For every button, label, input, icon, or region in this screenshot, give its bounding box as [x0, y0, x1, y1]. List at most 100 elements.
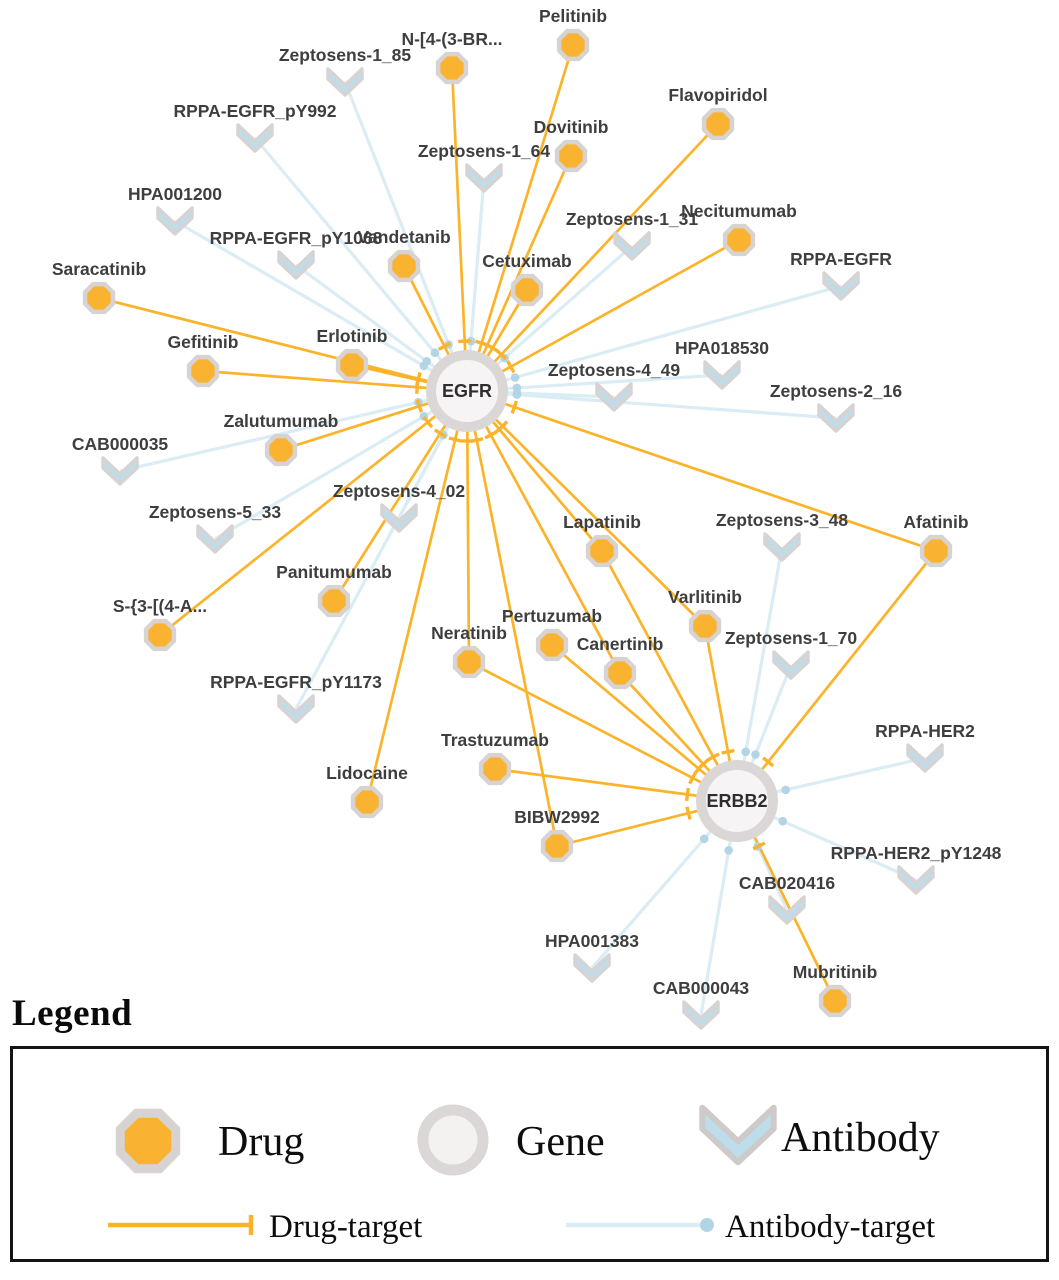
antibody-label-hpa018530: HPA018530 [675, 338, 769, 358]
drug-node-s-3-4-a[interactable] [143, 618, 177, 652]
antibody-label-rppa-egfr_py1068: RPPA-EGFR_pY1068 [210, 228, 383, 248]
drug-edge-varlitinib-EGFR [466, 390, 706, 627]
drug-node-lapatinib[interactable] [585, 534, 619, 568]
drug-node-erlotinib[interactable] [335, 348, 369, 382]
drug-node-panitumumab[interactable] [317, 584, 351, 618]
drug-label-s-3-4-a: S-{3-[(4-A... [113, 596, 207, 616]
antibody-label-zeptosens-5_33: Zeptosens-5_33 [149, 502, 282, 522]
genes-layer: EGFR ERBB2 [426, 350, 778, 842]
antibody-node-rppa-egfr_py1068[interactable] [277, 250, 315, 280]
antibody-label-rppa-her2: RPPA-HER2 [875, 721, 975, 741]
drug-node-mubritinib[interactable] [818, 984, 852, 1018]
drug-label-mubritinib: Mubritinib [793, 962, 878, 982]
antibody-edge-zeptosens-3_48-ERBB2 [735, 546, 784, 802]
drug-node-canertinib[interactable] [603, 656, 637, 690]
markers-layer [414, 336, 790, 855]
antibody-label-cab000035: CAB000035 [72, 434, 169, 454]
drug-node-dovitinib[interactable] [554, 139, 588, 173]
drug-edge-tee [506, 360, 516, 374]
antibody-node-cab000035[interactable] [101, 456, 139, 486]
antibody-edge-dot [430, 348, 440, 358]
antibody-edge-dot [699, 834, 709, 844]
drug-label-n-4-3-br: N-[4-(3-BR... [401, 29, 502, 49]
antibody-edge-rppa-egfr_py1173-EGFR [294, 390, 469, 710]
antibody-edge-rppa-egfr_py992-EGFR [253, 136, 469, 393]
antibody-node-rppa-her2_py1248[interactable] [897, 865, 935, 895]
antibody-edge-dot [724, 846, 733, 855]
antibody-node-hpa001200[interactable] [156, 206, 194, 236]
drug-node-necitumumab[interactable] [722, 223, 756, 257]
antibody-node-zeptosens-3_48[interactable] [763, 532, 801, 562]
antibody-label-hpa001200: HPA001200 [128, 184, 222, 204]
antibody-node-zeptosens-1_64[interactable] [465, 163, 503, 193]
antibody-node-cab000043[interactable] [682, 1000, 720, 1030]
drug-edge-tee [484, 430, 498, 440]
drug-edge-afatinib-ERBB2 [735, 550, 938, 802]
antibody-edge-dot [422, 357, 432, 366]
antibody-node-hpa018530[interactable] [703, 360, 741, 390]
antibody-edge-hpa001200-EGFR [174, 219, 468, 393]
drug-label-pelitinib: Pelitinib [539, 6, 607, 26]
antibody-node-rppa-her2[interactable] [906, 743, 944, 773]
drug-label-pertuzumab: Pertuzumab [502, 606, 602, 626]
gene-node-EGFR[interactable]: EGFR [426, 350, 508, 432]
antibody-node-zeptosens-4_49[interactable] [595, 382, 633, 412]
drug-label-afatinib: Afatinib [903, 512, 968, 532]
antibody-edge-zeptosens-2_16-EGFR [466, 389, 837, 420]
antibody-node-rppa-egfr[interactable] [822, 271, 860, 301]
drug-edge-tee [685, 806, 692, 820]
drug-edge-tee [415, 399, 423, 413]
drug-edge-tee [697, 758, 710, 770]
antibody-node-hpa001383[interactable] [573, 953, 611, 983]
drug-label-gefitinib: Gefitinib [168, 332, 239, 352]
antibody-node-zeptosens-2_16[interactable] [817, 403, 855, 433]
antibody-node-zeptosens-5_33[interactable] [196, 524, 234, 554]
nodes-layer [82, 28, 953, 1030]
drug-node-flavopiridol[interactable] [701, 107, 735, 141]
gene-label-EGFR: EGFR [442, 381, 492, 401]
drug-node-n-4-3-br[interactable] [435, 51, 469, 85]
gene-legend-icon [417, 1104, 489, 1176]
drug-edge-dovitinib-EGFR [465, 155, 573, 392]
drug-node-saracatinib[interactable] [82, 281, 116, 315]
drug-node-pelitinib[interactable] [556, 28, 590, 62]
antibody-node-zeptosens-4_02[interactable] [380, 503, 418, 533]
drug-edge-tee [433, 428, 447, 439]
drug-node-pertuzumab[interactable] [535, 628, 569, 662]
antibody-node-zeptosens-1_85[interactable] [326, 67, 364, 97]
drug-label-vandetanib: Vandetanib [357, 227, 450, 247]
drug-edge-tee [422, 415, 434, 429]
legend-canvas: Drug Gene Antibody Drug-target Antibody-… [108, 1104, 940, 1245]
antibody-target-legend-dot [700, 1218, 714, 1232]
antibody-edge-dot [781, 785, 790, 795]
gene-node-ERBB2[interactable]: ERBB2 [696, 760, 778, 842]
drug-label-cetuximab: Cetuximab [482, 251, 571, 271]
antibody-node-cab020416[interactable] [768, 895, 806, 925]
drug-label-erlotinib: Erlotinib [317, 326, 388, 346]
drug-node-afatinib[interactable] [919, 534, 953, 568]
drug-node-zalutumumab[interactable] [264, 433, 298, 467]
drug-node-neratinib[interactable] [452, 645, 486, 679]
drug-node-trastuzumab[interactable] [478, 752, 512, 786]
drug-node-varlitinib[interactable] [688, 609, 722, 643]
drug-edge-tee [415, 373, 422, 387]
antibody-edge-dot [512, 390, 522, 399]
antibody-node-zeptosens-1_70[interactable] [772, 650, 810, 680]
drug-node-vandetanib[interactable] [387, 249, 421, 283]
drug-label-trastuzumab: Trastuzumab [441, 730, 549, 750]
legend-box: Drug Gene Antibody Drug-target Antibody-… [10, 1046, 1049, 1262]
drug-node-bibw2992[interactable] [540, 829, 574, 863]
gene-legend-label: Gene [516, 1119, 605, 1165]
drug-edge-necitumumab-EGFR [466, 238, 740, 393]
drug-label-saracatinib: Saracatinib [52, 259, 146, 279]
drug-edge-afatinib-EGFR [466, 389, 937, 553]
antibody-node-rppa-egfr_py1173[interactable] [277, 694, 315, 724]
drug-node-lidocaine[interactable] [350, 785, 384, 819]
drug-node-cetuximab[interactable] [510, 273, 544, 307]
drug-node-gefitinib[interactable] [186, 354, 220, 388]
antibody-node-rppa-egfr_py992[interactable] [236, 123, 274, 153]
labels-layer: Zeptosens-1_85RPPA-EGFR_pY992HPA001200Ze… [52, 6, 1002, 998]
antibody-node-zeptosens-1_31[interactable] [613, 231, 651, 261]
